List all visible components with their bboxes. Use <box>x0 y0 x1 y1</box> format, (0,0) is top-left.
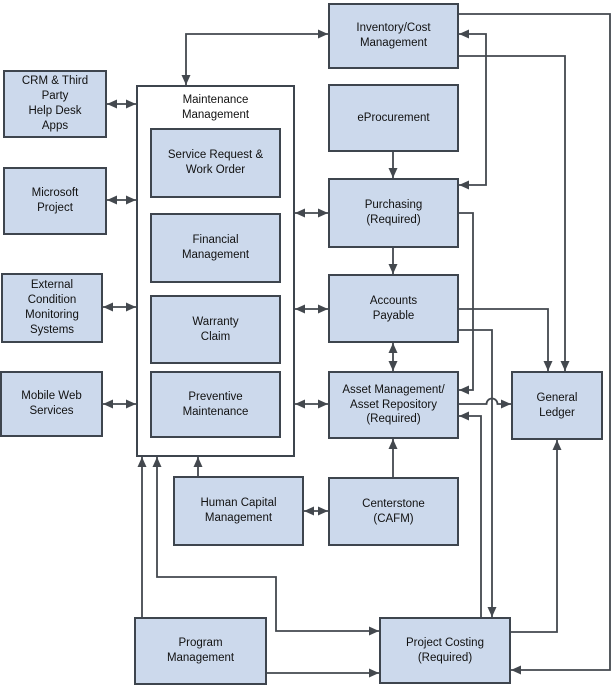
arrowhead <box>369 626 379 636</box>
arrowhead <box>295 399 305 409</box>
arrowhead <box>459 180 469 190</box>
arrowhead <box>388 343 398 353</box>
arrowhead <box>459 385 469 395</box>
arrowhead <box>295 208 305 218</box>
edge-accounts-payable--project-costing <box>459 329 493 617</box>
arrowhead <box>181 75 191 85</box>
arrowhead <box>103 302 113 312</box>
edge-accounts-payable--general-ledger <box>459 308 549 371</box>
arrowhead <box>318 29 328 39</box>
arrowhead <box>126 99 136 109</box>
arrowhead <box>560 361 570 371</box>
arrowhead <box>193 457 203 467</box>
arrowhead <box>126 399 136 409</box>
edge-maintenance-management--inventory-cost-management <box>185 33 328 85</box>
arrowhead <box>459 29 469 39</box>
arrowhead <box>501 399 511 409</box>
edge-project-costing--asset-management-asset-repository <box>459 415 482 617</box>
edge-project-costing--general-ledger <box>511 440 558 633</box>
arrowhead <box>318 399 328 409</box>
arrowhead <box>369 668 379 678</box>
arrowhead <box>388 439 398 449</box>
arrowhead <box>107 99 117 109</box>
arrowhead <box>552 440 562 450</box>
arrowhead <box>543 361 553 371</box>
arrowhead <box>107 195 117 205</box>
arrowhead <box>388 168 398 178</box>
arrowhead <box>511 665 521 675</box>
arrowhead <box>137 457 147 467</box>
arrowhead <box>318 304 328 314</box>
arrowhead <box>318 506 328 516</box>
arrowhead <box>126 195 136 205</box>
edge-inventory-cost-management--general-ledger <box>459 55 566 371</box>
edge-maintenance-management--project-costing <box>156 457 379 632</box>
arrowhead <box>295 304 305 314</box>
arrowhead <box>318 208 328 218</box>
edge-inventory-cost-management--project-costing <box>459 13 611 671</box>
arrowhead <box>152 457 162 467</box>
edge-asset-management-asset-repository--general-ledger <box>459 397 511 405</box>
arrowhead <box>388 264 398 274</box>
arrowhead <box>126 302 136 312</box>
arrowhead <box>103 399 113 409</box>
arrowhead <box>487 607 497 617</box>
arrowhead <box>459 411 469 421</box>
edge-purchasing--asset-management-asset-repository <box>459 212 474 391</box>
edge-inventory-cost-management--purchasing <box>459 33 487 186</box>
arrowhead <box>388 361 398 371</box>
arrowhead <box>304 506 314 516</box>
